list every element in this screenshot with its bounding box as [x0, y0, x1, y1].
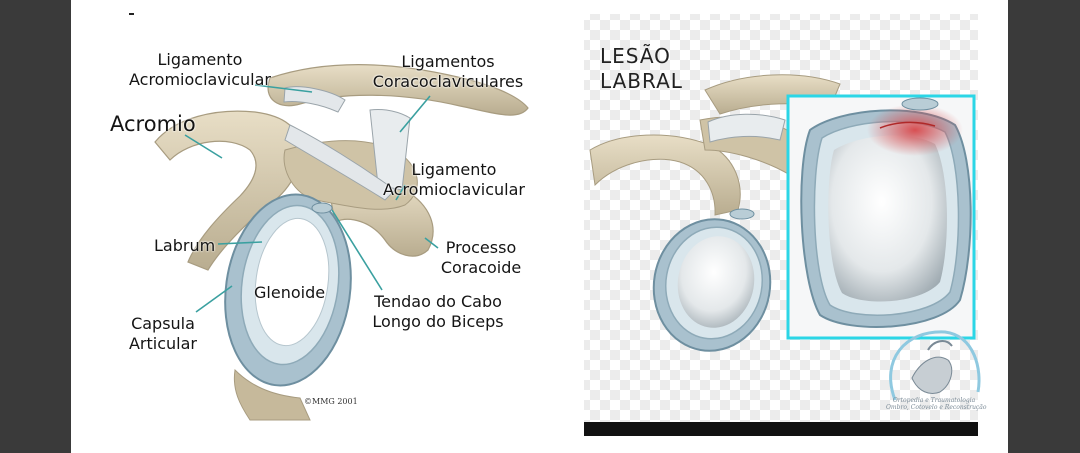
coracoclavicular-ligament-trapezoid	[369, 109, 411, 191]
label-glenoide: Glenoide	[254, 283, 326, 302]
label-line: Articular	[128, 334, 197, 353]
arm-silhouette-icon	[911, 356, 953, 394]
label-line: Ligamento	[411, 160, 497, 179]
label-line: Acromioclavicular	[382, 180, 526, 199]
right-biceps-tendon-origin	[729, 208, 755, 220]
label-processo-coracoide: Processo Coracoide	[436, 238, 526, 278]
label-line: Coracoclaviculares	[372, 72, 524, 91]
stray-mark	[129, 13, 134, 15]
label-line: Capsula	[131, 314, 195, 333]
right-glenoid-surface	[677, 236, 755, 328]
right-anatomy-diagram	[584, 14, 981, 422]
label-line: Acromioclavicular	[128, 70, 272, 89]
clinic-logo	[889, 330, 981, 401]
title-line: LESÃO	[600, 44, 671, 68]
magnified-lesion-inset	[786, 94, 976, 340]
humerus-shaft	[233, 368, 311, 421]
label-line: Longo do Biceps	[372, 312, 504, 331]
bottom-black-bar	[584, 422, 978, 436]
logo-line: Ombro, Cotovelo e Reconstrução	[886, 404, 987, 411]
label-ligamento-acromioclavicular-mid: Ligamento Acromioclavicular	[378, 160, 530, 200]
label-line: Ligamento	[157, 50, 243, 69]
clavicle-bone	[267, 64, 529, 116]
label-line: Tendao do Cabo	[374, 292, 502, 311]
label-line: Coracoide	[440, 258, 522, 277]
glenoid-surface	[254, 217, 330, 347]
label-ligamento-acromioclavicular-top: Ligamento Acromioclavicular	[112, 50, 288, 90]
label-line: Ligamentos	[401, 52, 495, 71]
biceps-tendon-origin	[311, 202, 333, 214]
label-acromio: Acromio	[110, 112, 196, 136]
inset-biceps-origin	[901, 97, 939, 111]
left-anatomy-diagram	[154, 64, 529, 421]
inset-highlight-frame	[786, 94, 976, 340]
labral-tear-line	[879, 121, 936, 129]
logo-caption: Ortopedia e Traumatologia Ombro, Cotovel…	[886, 397, 987, 411]
logo-line: Ortopedia e Traumatologia	[892, 397, 976, 404]
acromioclavicular-ligament-top	[283, 86, 346, 113]
right-ligament	[707, 113, 786, 143]
label-tendao-cabo-longo-biceps: Tendao do Cabo Longo do Biceps	[368, 292, 508, 332]
labral-tear-highlight	[867, 104, 963, 156]
label-line: Processo	[445, 238, 517, 257]
coracoacromial-ligament	[284, 124, 396, 201]
inset-glenoid-surface	[828, 135, 947, 302]
leader-lines	[184, 84, 439, 313]
label-capsula-articular: Capsula Articular	[122, 314, 204, 354]
label-labrum: Labrum	[154, 236, 216, 255]
title-line: LABRAL	[600, 69, 683, 93]
lesion-title: LESÃO LABRAL	[600, 44, 683, 94]
copyright-text: ©MMG 2001	[304, 397, 358, 406]
label-ligamentos-coracoclaviculares: Ligamentos Coracoclaviculares	[368, 52, 528, 92]
